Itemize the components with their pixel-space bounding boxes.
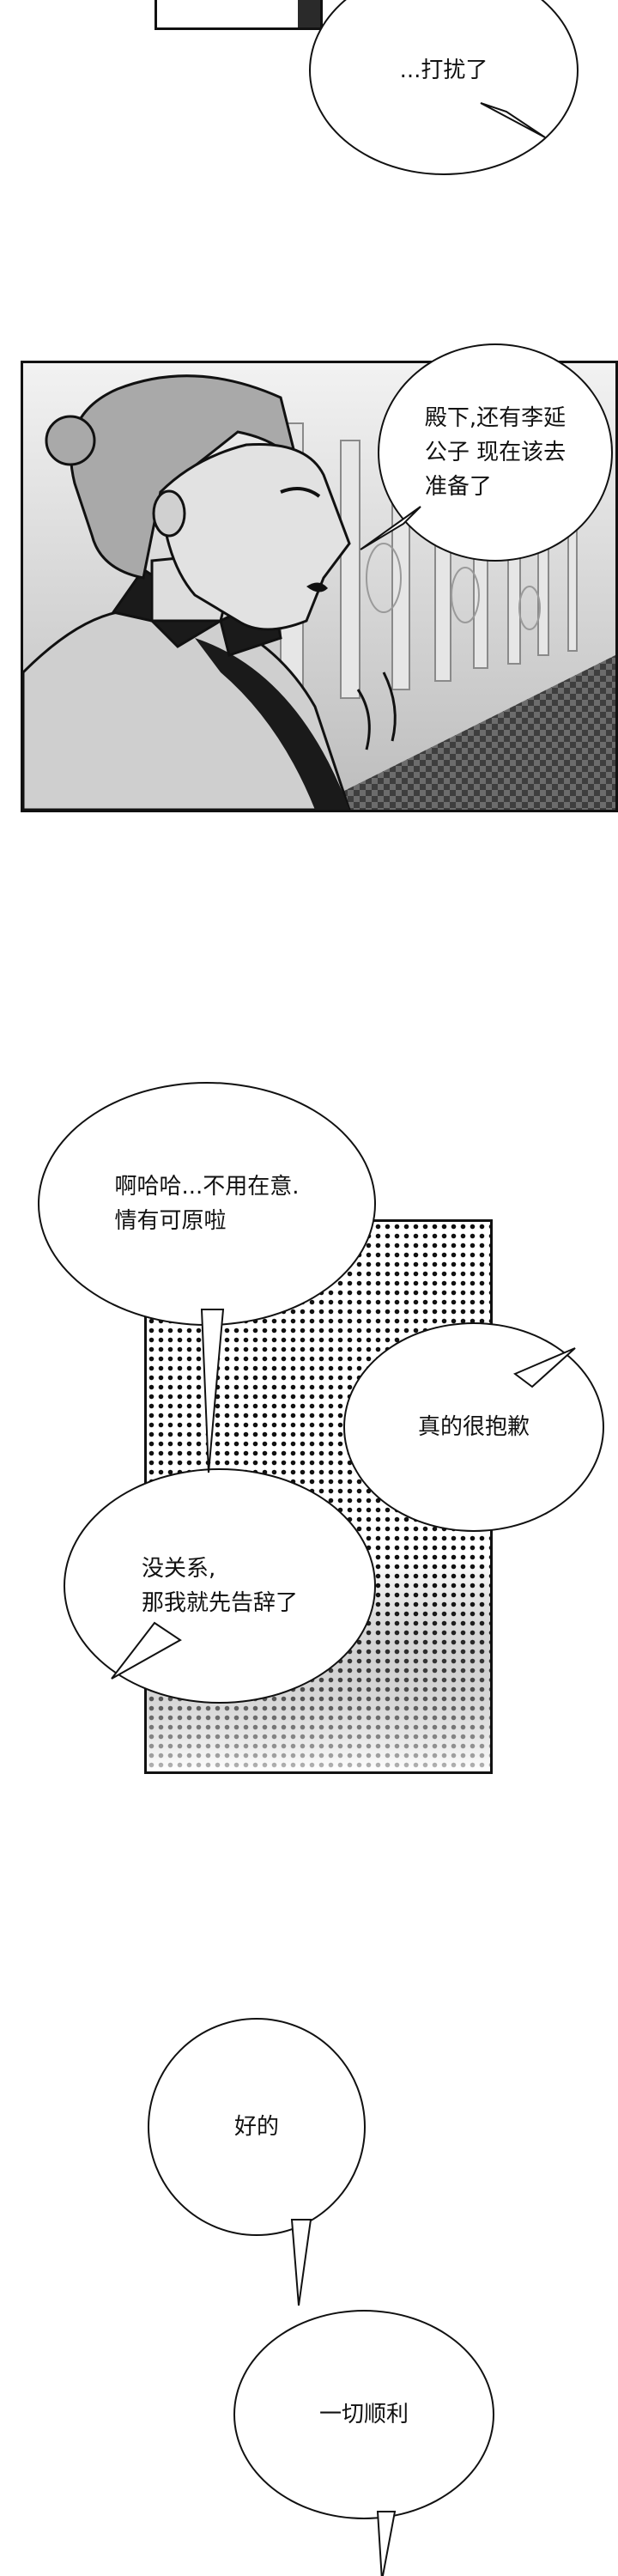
speech-bubble-ok: 好的 [148,2018,366,2236]
bubble-tail-interrupt [480,102,546,138]
bubble-text-luck: 一切顺利 [318,2402,409,2427]
bubble-tail-luck [376,2511,397,2576]
bubble-text-leave: 没关系, 那我就先告辞了 [141,1556,298,1616]
speech-bubble-luck: 一切顺利 [233,2310,494,2519]
bubble-text-understand: 啊哈哈...不用在意. 情有可原啦 [114,1174,300,1234]
speech-bubble-interrupt: ...打扰了 [309,0,579,175]
bubble-tail-ok [290,2219,312,2306]
bubble-text-ok: 好的 [233,2114,279,2140]
bubble-tail-understand [200,1309,225,1473]
bubble-tail-leave [111,1621,182,1680]
bubble-text-sorry: 真的很抱歉 [417,1414,530,1440]
bubble-tail-sorry [513,1347,576,1388]
bubble-tail-prepare [360,506,421,550]
top-panel-edge [154,0,323,30]
speech-bubble-prepare: 殿下,还有李延 公子 现在该去 准备了 [378,343,613,562]
speech-bubble-leave: 没关系, 那我就先告辞了 [64,1468,376,1704]
bubble-text-interrupt: ...打扰了 [399,58,488,83]
bubble-text-prepare: 殿下,还有李延 公子 现在该去 准备了 [424,405,566,500]
speech-bubble-understand: 啊哈哈...不用在意. 情有可原啦 [38,1082,376,1326]
